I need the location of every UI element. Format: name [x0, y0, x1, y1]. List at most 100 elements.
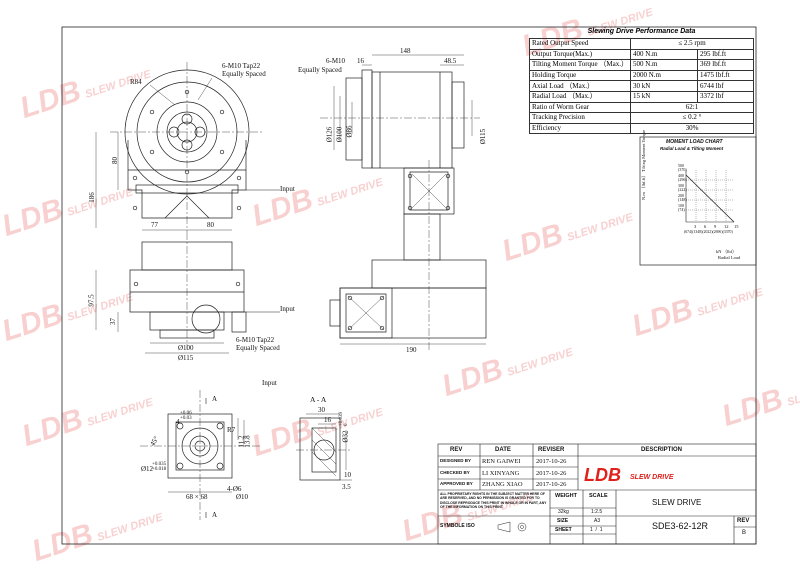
chart-x-tick: 9 [714, 224, 717, 229]
note-6-m10-bottom: 6-M10 Tap22 [236, 336, 275, 344]
checked-by-label: CHECKED BY [440, 470, 470, 475]
size-label: SIZE [557, 518, 569, 524]
dim-r7: R7 [227, 426, 236, 434]
note-equally-spaced-side: Equally Spaced [298, 66, 342, 74]
dim-d115: Ø115 [178, 354, 194, 362]
performance-label: Tilting Moment Torque （Max.） [529, 59, 631, 71]
tol-4: +0.06 +0.03 [180, 411, 192, 421]
weight-label: WEIGHT [555, 493, 577, 499]
tol-d12: +0.035 +0.018 [152, 462, 167, 472]
performance-label: Ratio of Worm Gear [529, 101, 631, 114]
performance-metric-value: 2000 N.m [630, 69, 698, 82]
chart-y-tick: 300 (222) [678, 183, 687, 192]
scale-label: SCALE [589, 493, 608, 499]
dim-d100: Ø100 [178, 344, 194, 352]
dim-77: 77 [151, 221, 158, 229]
note-6-m10-side: 6-M10 [326, 57, 346, 65]
performance-metric-value: 15 kN [630, 90, 698, 103]
product-name: SLEW DRIVE [652, 498, 702, 507]
performance-imperial-value: 6744 lbf [697, 80, 754, 92]
dim-10-section: 10 [344, 471, 351, 479]
chart-x-tick: 15 [734, 224, 739, 229]
performance-title: Slewing Drive Performance Data [587, 28, 696, 35]
model-number: SDE3-62-12R [652, 521, 709, 531]
dim-80: 80 [111, 157, 119, 164]
label-a-top: A [212, 395, 218, 403]
approved-date: 2017-10-26 [536, 481, 567, 488]
performance-row: Rated Output Speed≤ 2.5 rpm [529, 38, 754, 50]
performance-value: 62:1 [630, 101, 754, 114]
performance-label: Axial Load （Max.） [529, 80, 631, 92]
dim-48-5: 48.5 [444, 57, 457, 65]
dim-4-d6: 4-Ø6 [227, 485, 242, 493]
dim-16: 16 [357, 57, 364, 65]
performance-imperial-value: 1475 lbf.ft [697, 69, 754, 82]
dim-186: 186 [87, 192, 96, 203]
chart-y-tick: 200 (148) [678, 193, 687, 202]
ldb-logo: LDB [584, 465, 621, 485]
performance-metric-value: 400 N.m [630, 48, 698, 61]
date-header: DATE [495, 447, 511, 453]
chart-x-tick: 12 [724, 224, 729, 229]
symbole-iso-label: SYMBOLE ISO [440, 523, 475, 529]
dim-80b: 80 [207, 221, 214, 229]
label-input-detail: Input [262, 379, 277, 387]
sheet-value: 1 / 1 [590, 527, 603, 533]
dim-37: 37 [109, 318, 117, 325]
dim-d126: Ø126 [325, 126, 334, 143]
chart-x-tick: 3 [694, 224, 697, 229]
chart-title: MOMENT LOAD CHART [666, 139, 723, 145]
dim-d12: Ø12 [141, 465, 154, 473]
performance-label: Tracking Precision [529, 112, 631, 124]
chart-y-tick: 100 (74) [678, 203, 685, 212]
dim-30: 30 [318, 406, 325, 414]
dim-3-5: 3.5 [342, 483, 351, 491]
dim-4: 4 [176, 418, 180, 426]
approved-by-label: APPROVED BY [440, 481, 473, 486]
checked-date: 2017-10-26 [536, 470, 567, 477]
chart-x-unit: kN （lbf） [716, 249, 737, 254]
performance-label: Rated Output Speed [529, 38, 631, 50]
performance-metric-value: 500 N.m [630, 59, 698, 71]
rev-value: B [742, 530, 747, 536]
rev-header: REV [450, 447, 463, 453]
dim-d86: Ø86 [345, 125, 354, 138]
performance-metric-value: 30 kN [630, 80, 698, 92]
description-header: DESCRIPTION [641, 447, 683, 453]
weight-value: 32kg [558, 509, 569, 515]
note-equally-spaced-bottom: Equally Spaced [236, 344, 280, 352]
performance-value: ≤ 2.5 rpm [630, 38, 754, 50]
performance-imperial-value: 3372 lbf [697, 90, 754, 103]
dim-16-section: 16 [324, 416, 331, 424]
designed-by-label: DESIGNED BY [440, 458, 472, 463]
dim-d115-side: Ø115 [479, 128, 488, 145]
chart-y-tick: 400 (296) [678, 173, 687, 182]
performance-value: 30% [630, 122, 754, 135]
dim-r84: R84 [130, 78, 142, 86]
sheet-label: SHEET [555, 527, 572, 533]
performance-label: Holding Torque [529, 69, 631, 82]
tol-d32: +0.039 0 [339, 411, 350, 427]
scale-value: 1:2.5 [591, 509, 603, 515]
section-label: A - A [310, 395, 327, 404]
dim-13-8: 13.8 [243, 435, 252, 448]
note-equally-spaced-top: Equally Spaced [222, 70, 266, 78]
label-input-lower: Input [280, 305, 295, 313]
checker-name: LI XINYANG [482, 470, 520, 477]
designed-date: 2017-10-26 [536, 458, 567, 465]
chart-y-label: N.m （lbf.ft） Tilting Moment Torque [641, 129, 646, 200]
dim-68x68: 68 × 68 [186, 493, 208, 501]
ldb-logo-sub: SLEW DRIVE [630, 474, 674, 481]
dim-d100-side: Ø100 [335, 126, 344, 143]
performance-row: Tracking Precision≤ 0.2 ° [529, 112, 754, 124]
